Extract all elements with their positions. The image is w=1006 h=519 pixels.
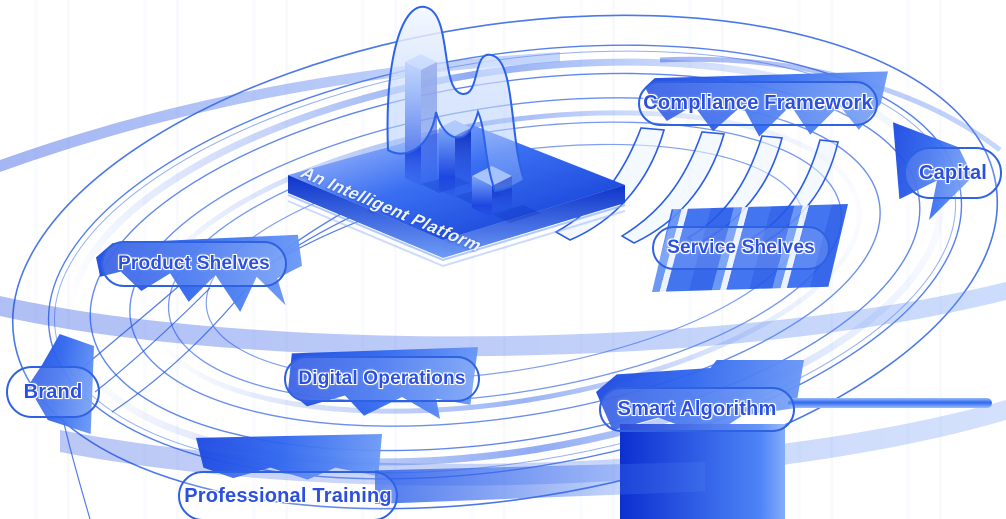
wave-curve	[386, 5, 526, 193]
node-capital: Capital	[904, 147, 1002, 199]
node-digital-operations: Digital Operations	[284, 356, 480, 402]
node-compliance-framework: Compliance Framework	[638, 81, 878, 126]
platform-side	[443, 185, 625, 258]
node-smart-algorithm: Smart Algorithm	[599, 387, 795, 432]
smart-right-band	[788, 398, 992, 408]
node-professional-training: Professional Training	[178, 471, 398, 519]
node-product-shelves: Product Shelves	[101, 241, 287, 287]
platform-side	[288, 175, 443, 258]
node-brand: Brand	[6, 366, 100, 418]
node-service-shelves: Service Shelves	[652, 226, 830, 270]
platform-graphic	[287, 5, 626, 268]
